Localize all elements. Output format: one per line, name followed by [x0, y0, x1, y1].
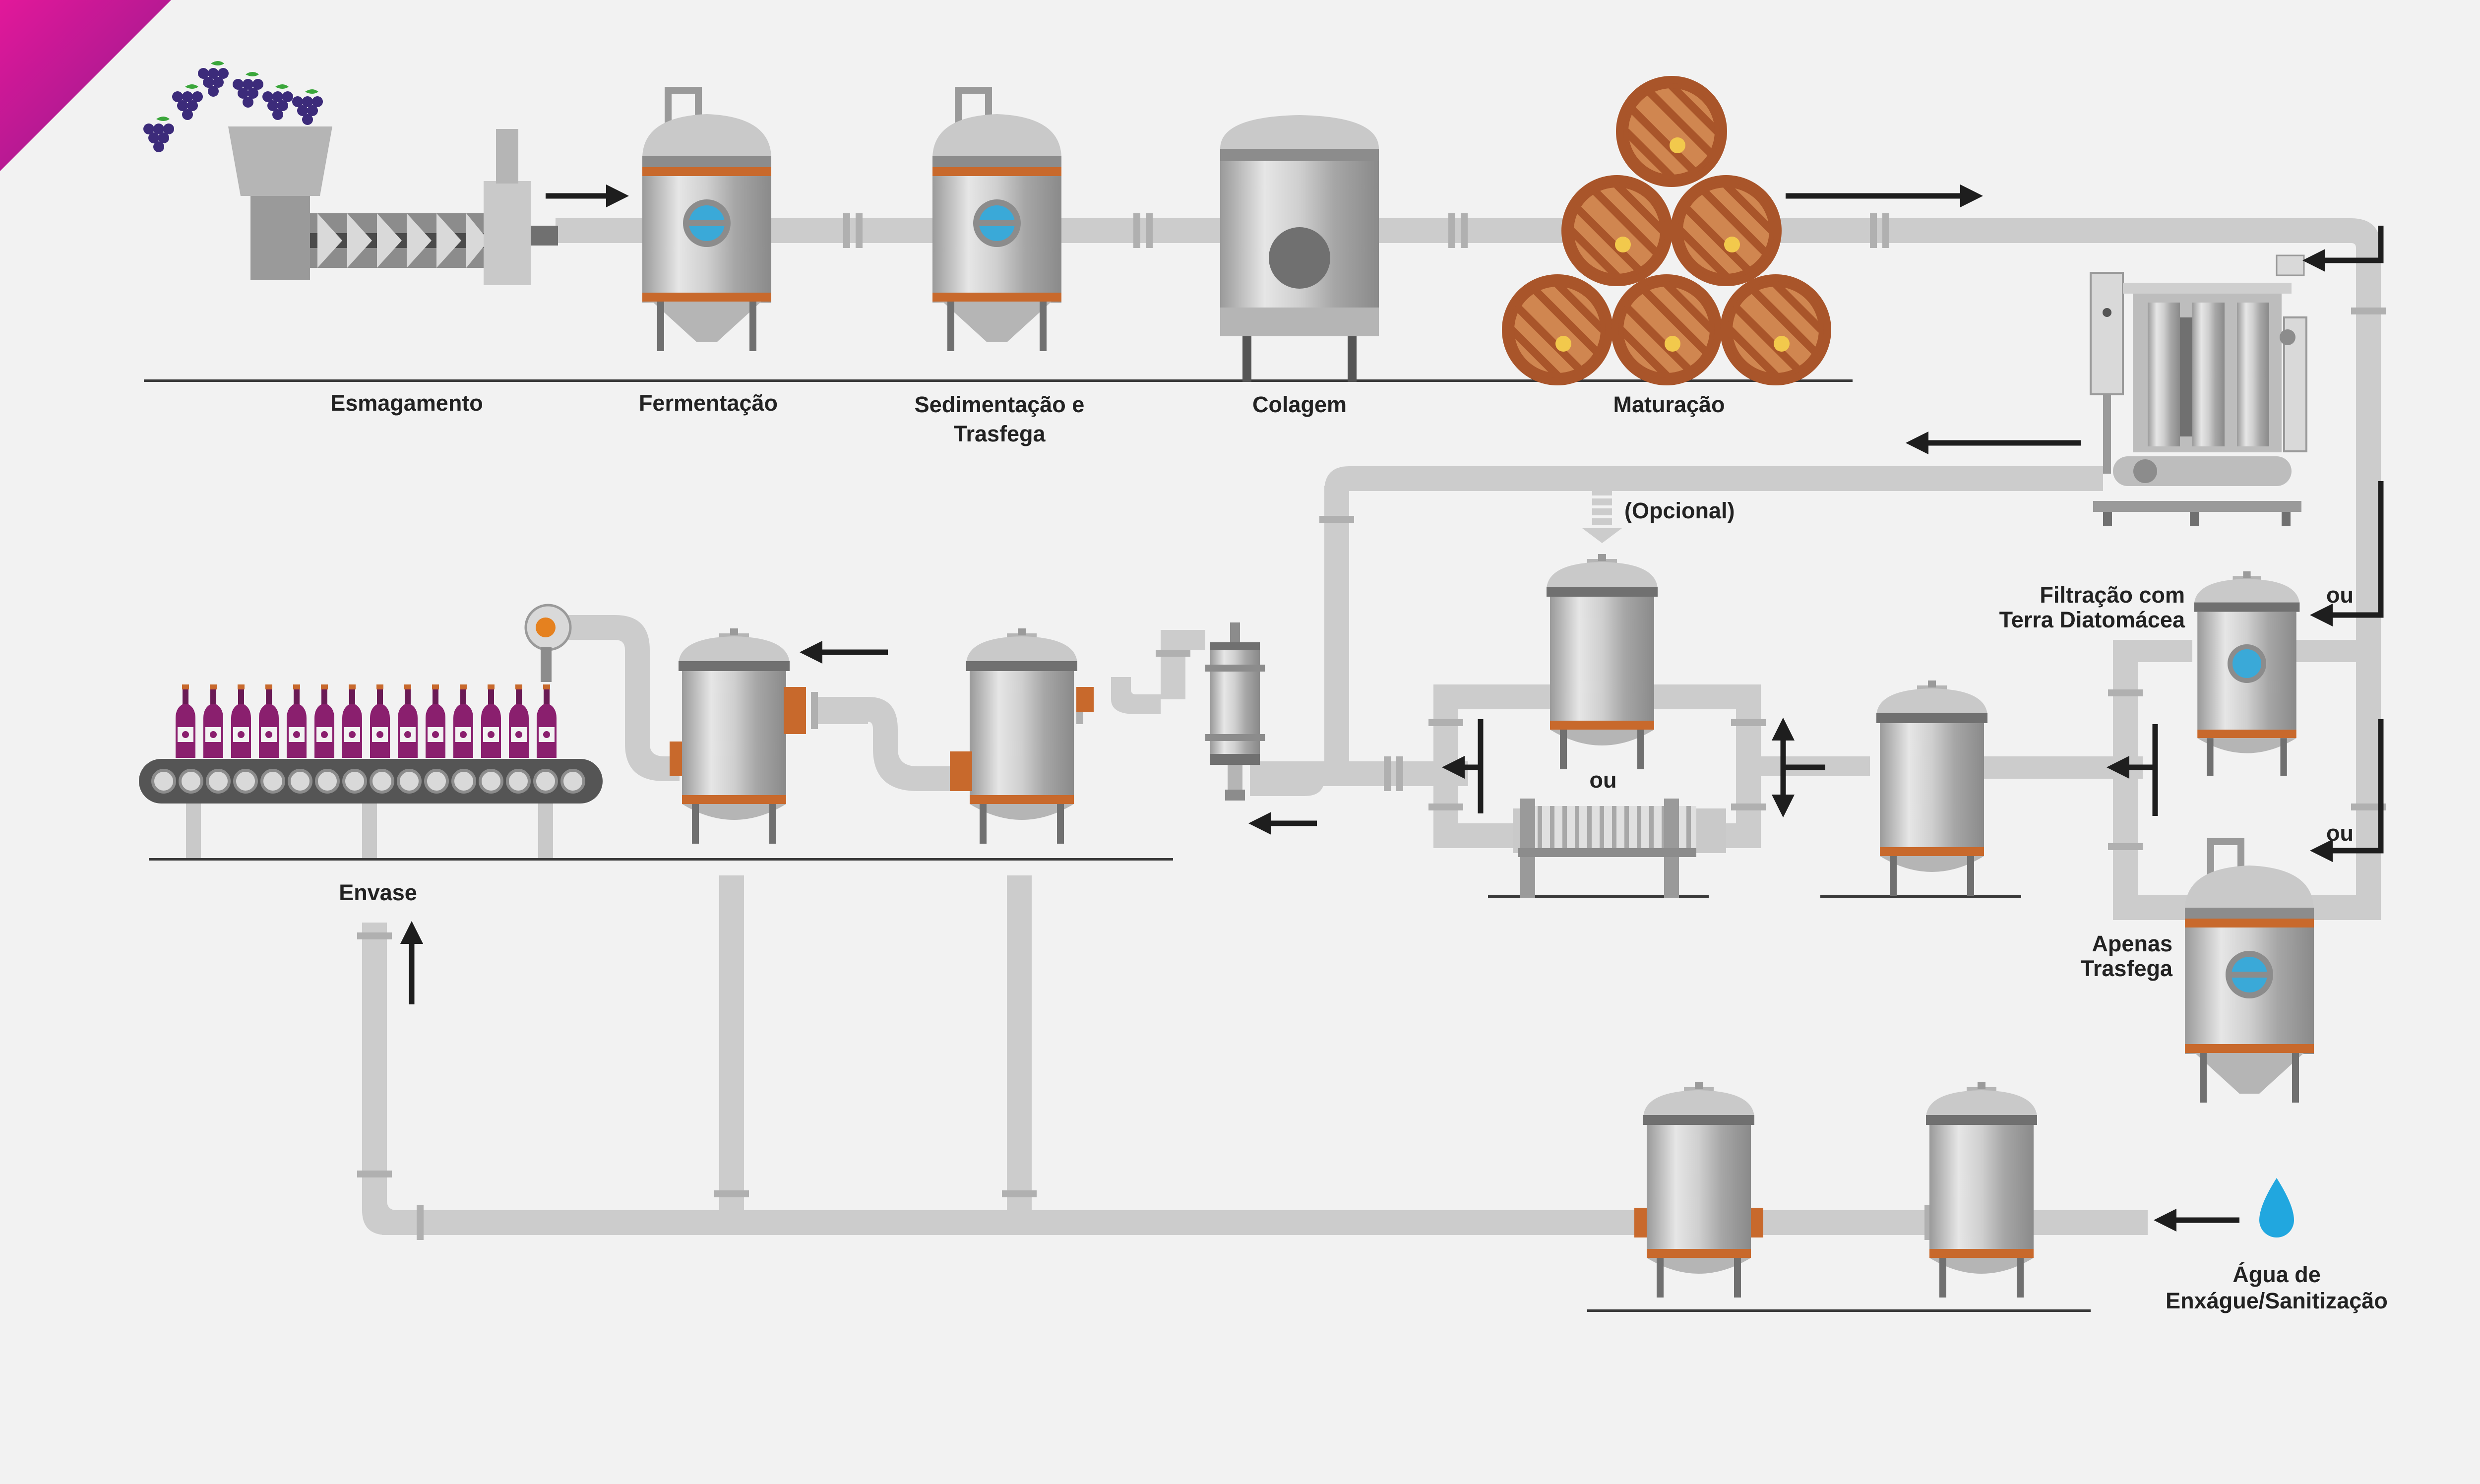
label-maturacao: Maturação	[1613, 392, 1725, 417]
label-sedimentacao-line1: Sedimentação e	[915, 392, 1085, 417]
racking-only-tank	[2185, 838, 2314, 1103]
label-ou-upper: ou	[2326, 582, 2354, 608]
diatomaceous-filter-sight-glass	[2228, 644, 2266, 683]
wine-bottle-icon	[176, 684, 557, 758]
bottling-tank	[679, 628, 790, 844]
fining-tank	[1220, 115, 1379, 382]
label-esmagamento: Esmagamento	[330, 390, 483, 416]
sedimentation-tank	[932, 87, 1061, 351]
flow-arrow-icon	[400, 184, 2384, 1232]
rinse-tank-1	[1643, 1082, 1754, 1298]
crusher-machine	[143, 61, 558, 285]
rinse-tank-nozzle	[1634, 1208, 1763, 1237]
optional-input-arrow	[1582, 489, 1622, 543]
pipe-collars	[357, 213, 2386, 1240]
label-ou-center: ou	[1590, 767, 1617, 793]
pipes	[362, 218, 2381, 1235]
label-envase: Envase	[339, 880, 417, 905]
bottle-conveyor	[139, 759, 603, 858]
filler-head	[524, 604, 572, 682]
label-opcional: (Opcional)	[1624, 498, 1735, 523]
tank-nozzle	[950, 687, 1094, 791]
label-sedimentacao-line2: Trasfega	[953, 421, 1046, 446]
filtered-wine-tank	[966, 628, 1077, 844]
ground-lines	[144, 379, 2091, 1312]
label-filtracao-line2: Terra Diatomácea	[1999, 607, 2185, 632]
optional-tank	[1547, 554, 1658, 769]
corner-accent	[0, 0, 171, 171]
fermentation-tank	[642, 87, 771, 351]
cartridge-filter-housing	[1205, 622, 1265, 801]
label-agua-line1: Água de	[2232, 1262, 2321, 1287]
label-ou-lower: ou	[2326, 820, 2354, 846]
label-apenas-line1: Apenas	[2092, 931, 2172, 956]
label-colagem: Colagem	[1252, 392, 1347, 417]
water-drop-icon	[2259, 1178, 2294, 1237]
label-filtracao-line1: Filtração com	[2040, 582, 2185, 608]
step-labels: Esmagamento Fermentação Sedimentação e T…	[330, 390, 2388, 1313]
label-apenas-line2: Trasfega	[2081, 956, 2173, 981]
rinse-tank-2	[1926, 1082, 2037, 1298]
label-agua-line2: Enxágue/Sanitização	[2166, 1288, 2388, 1313]
cartridge-filter-machine	[2090, 254, 2307, 526]
label-fermentacao: Fermentação	[639, 390, 778, 416]
buffer-tank	[1876, 680, 1987, 896]
plate-filter	[1513, 799, 1726, 898]
bottling-tank-nozzle	[670, 687, 806, 776]
